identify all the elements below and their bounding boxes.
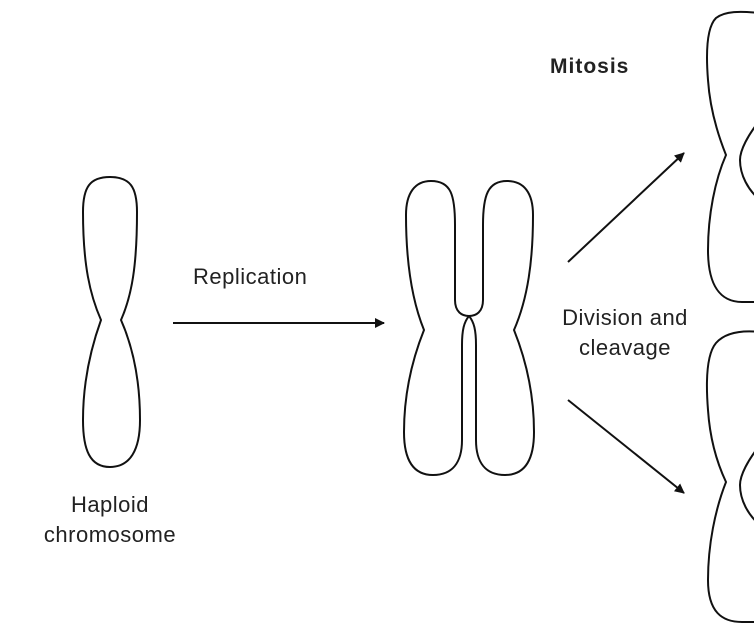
daughter-chromosome-top-inner [740, 120, 754, 200]
division-label-line1: Division and [532, 303, 718, 333]
haploid-chromosome [83, 177, 140, 467]
daughter-chromosome-top [707, 12, 754, 302]
haploid-label-line2: chromosome [10, 520, 210, 550]
replication-label: Replication [193, 262, 307, 292]
division-arrow-down [568, 400, 684, 493]
daughter-chromosome-bottom-inner [740, 445, 754, 525]
division-arrow-up [568, 153, 684, 262]
diagram-title: Mitosis [550, 52, 629, 82]
division-label: Division and cleavage [532, 303, 718, 363]
haploid-label-line1: Haploid [10, 490, 210, 520]
replicated-chromatid-right [469, 181, 534, 475]
haploid-label: Haploid chromosome [10, 490, 210, 550]
division-label-line2: cleavage [532, 333, 718, 363]
replicated-chromatid-left [404, 181, 469, 475]
daughter-chromosome-bottom [707, 331, 754, 622]
